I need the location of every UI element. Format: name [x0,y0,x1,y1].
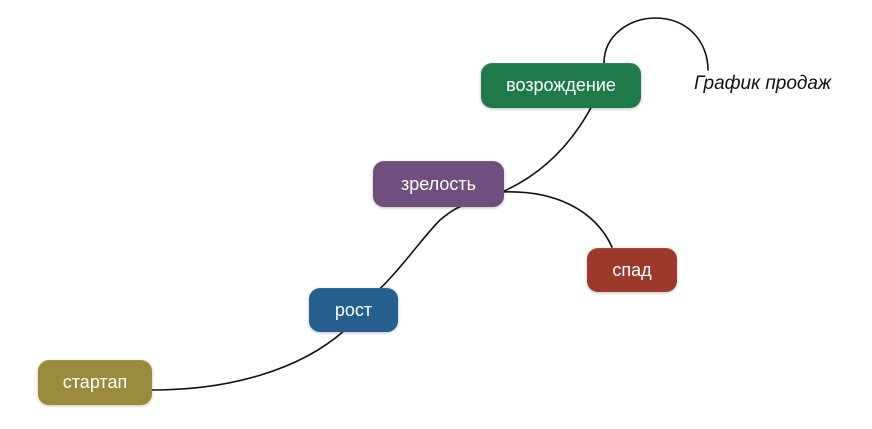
node-revival: возрождение [481,63,641,108]
node-decline: спад [587,248,677,292]
node-growth: рост [309,288,398,332]
connector-maturity-revival [501,99,596,193]
connector-revival-arc [603,17,709,71]
node-startup: стартап [38,360,152,405]
connector-startup-growth [151,329,346,391]
connector-maturity-decline [501,191,613,248]
node-maturity: зрелость [373,161,504,207]
diagram-caption: График продаж [694,73,832,94]
